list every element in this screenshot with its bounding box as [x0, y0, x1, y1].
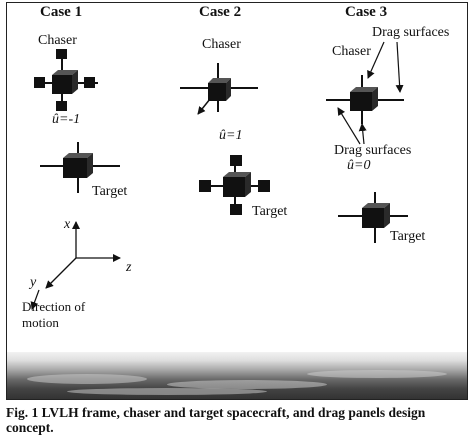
- earth-horizon-image: [7, 352, 467, 399]
- axis-x-label: x: [64, 217, 71, 232]
- case1-chaser-spacecraft: [34, 49, 98, 111]
- case-2-chaser-label: Chaser: [202, 37, 241, 52]
- case1-target-spacecraft: [40, 142, 120, 193]
- case-2-u-label: û=1: [219, 128, 243, 143]
- case3-chaser-spacecraft: [326, 41, 404, 145]
- case-3-chaser-label: Chaser: [332, 44, 371, 59]
- case-1-title: Case 1: [40, 4, 83, 20]
- direction-of-motion-label: Direction of motion: [22, 299, 86, 330]
- case-1-chaser-label: Chaser: [38, 33, 77, 48]
- case-1-u-label: û=-1: [52, 112, 81, 127]
- axis-y-label: y: [30, 275, 37, 290]
- axis-z-label: z: [126, 260, 132, 275]
- drag-surfaces-label-top: Drag surfaces: [372, 25, 450, 40]
- case2-chaser-spacecraft: [180, 63, 258, 115]
- case-3-target-label: Target: [390, 229, 426, 244]
- case-2-title: Case 2: [199, 4, 242, 20]
- lvlh-axes: [30, 221, 121, 310]
- case-1-target-label: Target: [92, 184, 128, 199]
- figure-caption: Fig. 1 LVLH frame, chaser and target spa…: [6, 405, 426, 435]
- case2-target-spacecraft: [199, 155, 270, 215]
- case-3-u-label: û=0: [347, 158, 371, 173]
- drag-surfaces-label-bottom: Drag surfaces: [334, 143, 412, 158]
- figure-frame: [6, 2, 468, 400]
- case3-target-spacecraft: [338, 192, 408, 243]
- case-2-target-label: Target: [252, 204, 288, 219]
- case-3-title: Case 3: [345, 4, 388, 20]
